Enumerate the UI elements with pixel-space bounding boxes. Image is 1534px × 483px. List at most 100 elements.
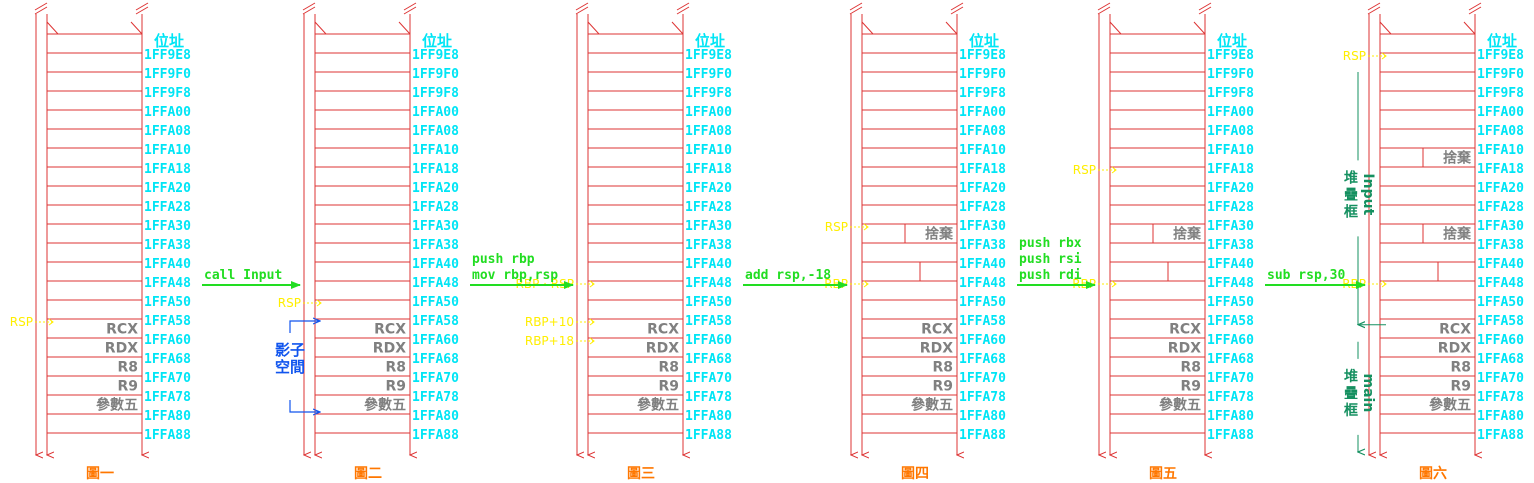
break-mark <box>849 6 863 15</box>
address-header: 位址 <box>1217 32 1247 50</box>
address-label: 1FFA48 <box>685 276 732 291</box>
pointer-label: RSP <box>278 296 301 310</box>
break-mark <box>1198 6 1212 15</box>
pointer-arrowhead <box>1111 166 1117 174</box>
break-mark <box>1468 6 1482 15</box>
address-label: 1FFA30 <box>144 219 191 234</box>
stack-cell-value: R9 <box>932 379 953 395</box>
address-label: 1FFA70 <box>1477 371 1524 386</box>
address-label: 1FFA28 <box>1477 200 1524 215</box>
address-label: 1FFA50 <box>1477 295 1524 310</box>
address-label: 1FFA30 <box>1477 219 1524 234</box>
address-label: 1FFA08 <box>1477 124 1524 139</box>
frame-label: 疊 <box>1344 187 1358 203</box>
address-label: 1FFA48 <box>1477 276 1524 291</box>
pointer-label: RSP <box>10 315 33 329</box>
stack-cell-value: R8 <box>1180 360 1201 376</box>
stack-top-edge <box>1379 21 1392 35</box>
break-mark <box>34 2 48 11</box>
break-mark <box>575 6 589 15</box>
address-label: 1FFA28 <box>412 200 459 215</box>
address-label: 1FFA88 <box>959 428 1006 443</box>
frame-name: Input <box>1360 173 1376 215</box>
address-label: 1FFA08 <box>1207 124 1254 139</box>
address-label: 1FFA70 <box>685 371 732 386</box>
pointer-arrowhead <box>589 280 595 288</box>
stack-cell-value: RDX <box>646 341 679 357</box>
stack-cell-value: RDX <box>373 341 406 357</box>
operation-1: call Input <box>202 268 301 289</box>
address-label: 1FFA08 <box>144 124 191 139</box>
address-label: 1FFA78 <box>1477 390 1524 405</box>
address-label: 1FFA20 <box>1207 181 1254 196</box>
address-label: 1FFA10 <box>144 143 191 158</box>
stack-cell-value: RDX <box>1438 341 1471 357</box>
address-label: 1FF9F0 <box>412 67 459 82</box>
stack-cell-value: R9 <box>385 379 406 395</box>
address-header: 位址 <box>1487 32 1517 50</box>
address-label: 1FFA70 <box>959 371 1006 386</box>
stack-top-edge <box>130 21 143 35</box>
stack-cell-value: 捨棄 <box>1443 150 1472 167</box>
address-label: 1FF9E8 <box>1477 48 1524 63</box>
stack-cell-value: RCX <box>106 322 138 338</box>
pointer-arrowhead <box>1381 52 1387 60</box>
break-mark <box>575 2 589 11</box>
address-label: 1FFA40 <box>1207 257 1254 272</box>
address-label: 1FFA88 <box>1477 428 1524 443</box>
address-label: 1FFA78 <box>685 390 732 405</box>
operation-label: push rbx <box>1019 236 1082 251</box>
stack-cell-value: R9 <box>658 379 679 395</box>
stack-cell-value: R8 <box>658 360 679 376</box>
address-label: 1FFA30 <box>685 219 732 234</box>
stack-cell-value: RDX <box>105 341 138 357</box>
break-mark <box>1468 2 1482 11</box>
stack-cell-value: R9 <box>1450 379 1471 395</box>
address-label: 1FFA78 <box>144 390 191 405</box>
address-label: 1FFA18 <box>1207 162 1254 177</box>
break-mark <box>950 6 964 15</box>
address-label: 1FFA10 <box>1207 143 1254 158</box>
address-label: 1FFA18 <box>959 162 1006 177</box>
address-label: 1FFA18 <box>412 162 459 177</box>
operation-3: add rsp,-18 <box>743 268 848 289</box>
address-label: 1FFA20 <box>959 181 1006 196</box>
frame-name: main <box>1360 373 1376 412</box>
stack-top-edge <box>861 21 874 35</box>
stack-top-edge <box>46 21 59 35</box>
address-label: 1FF9E8 <box>1207 48 1254 63</box>
address-label: 1FFA38 <box>685 238 732 253</box>
shadow-space-label: 影子 <box>275 341 305 359</box>
address-label: 1FFA20 <box>144 181 191 196</box>
address-label: 1FFA18 <box>685 162 732 177</box>
address-label: 1FFA68 <box>412 352 459 367</box>
frame-label: 框 <box>1344 402 1358 419</box>
frame-label: 堆 <box>1344 368 1358 385</box>
stack-cell-value: 參數五 <box>637 397 679 414</box>
operation-label: call Input <box>204 268 282 283</box>
address-label: 1FFA40 <box>144 257 191 272</box>
panel-caption: 圖一 <box>86 465 114 482</box>
address-label: 1FFA58 <box>1207 314 1254 329</box>
pointer-arrowhead <box>1381 280 1387 288</box>
address-label: 1FFA58 <box>412 314 459 329</box>
stack-cell-value: R8 <box>385 360 406 376</box>
address-label: 1FFA08 <box>412 124 459 139</box>
address-label: 1FFA40 <box>685 257 732 272</box>
pointer-label: RBP+18 <box>525 334 574 348</box>
address-label: 1FFA50 <box>144 295 191 310</box>
address-header: 位址 <box>422 32 452 50</box>
address-label: 1FFA60 <box>412 333 459 348</box>
stack-panel-3: 位址1FF9E81FF9F01FF9F81FFA001FFA081FFA101F… <box>516 2 732 482</box>
shadow-bracket <box>289 321 320 333</box>
stack-cell-value: 捨棄 <box>1173 226 1202 243</box>
address-label: 1FFA78 <box>959 390 1006 405</box>
address-label: 1FFA70 <box>1207 371 1254 386</box>
address-label: 1FFA68 <box>144 352 191 367</box>
address-label: 1FFA58 <box>685 314 732 329</box>
break-mark <box>1097 2 1111 11</box>
address-label: 1FFA58 <box>959 314 1006 329</box>
